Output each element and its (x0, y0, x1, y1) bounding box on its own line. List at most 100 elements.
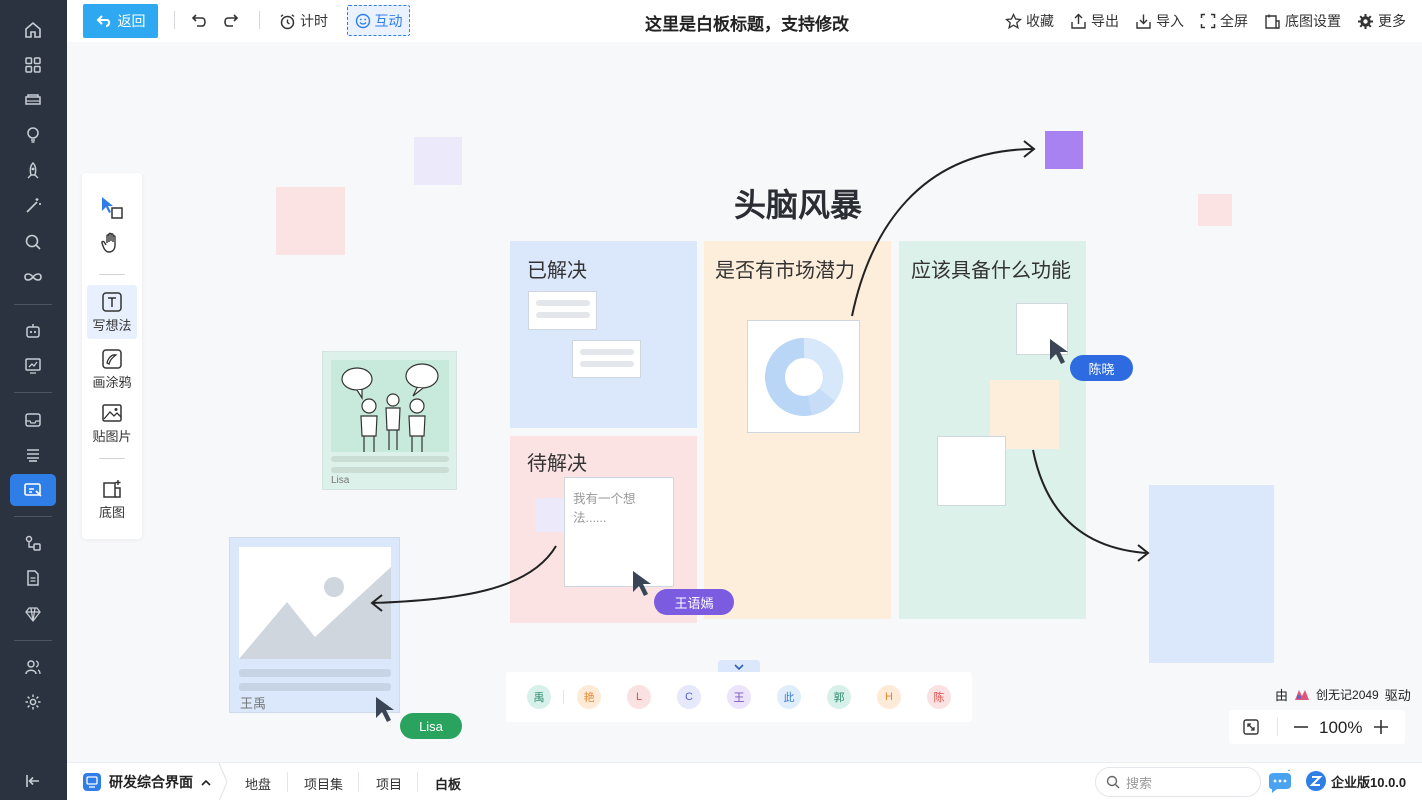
import-label: 导入 (1156, 13, 1184, 29)
board-heading[interactable]: 头脑风暴 (733, 187, 862, 223)
export-button[interactable]: 导出 (1070, 8, 1119, 34)
column-features[interactable]: 应该具备什么功能 (899, 241, 1086, 619)
hand-tool[interactable] (87, 231, 137, 255)
timer-label: 计时 (300, 13, 328, 29)
export-label: 导出 (1091, 13, 1119, 29)
timer-button[interactable]: 计时 (279, 8, 328, 34)
edition-badge[interactable]: 企业版10.0.0 (1305, 770, 1406, 792)
stack-icon[interactable] (10, 439, 56, 471)
illustration-card[interactable]: Lisa (322, 351, 457, 490)
sticky-note[interactable] (937, 436, 1006, 506)
import-button[interactable]: 导入 (1135, 8, 1184, 34)
home-icon[interactable] (10, 14, 56, 46)
redo-icon[interactable] (219, 10, 241, 32)
tool-palette: 写想法 画涂鸦 贴图片 底图 (82, 173, 142, 539)
breadcrumb-item[interactable]: 项目集 (304, 777, 344, 792)
more-button[interactable]: 更多 (1357, 8, 1406, 34)
product-icon[interactable] (10, 84, 56, 116)
write-idea-tool[interactable]: 写想法 (87, 285, 137, 339)
column-solved[interactable]: 已解决 (510, 241, 697, 428)
robot-icon[interactable] (10, 315, 56, 347)
select-tool[interactable] (87, 195, 137, 221)
dashboard-icon[interactable] (10, 350, 56, 382)
users-icon[interactable] (10, 651, 56, 683)
import-icon (1136, 14, 1151, 29)
background-settings-button[interactable]: 底图设置 (1264, 8, 1341, 34)
back-button[interactable]: 返回 (83, 4, 158, 38)
decor-square[interactable] (414, 137, 462, 185)
gear-icon (1358, 13, 1373, 29)
avatar[interactable]: 艳 (577, 685, 601, 709)
image-card-author: 王禹 (240, 696, 267, 711)
document-icon[interactable] (10, 562, 56, 594)
participant-avatar-bar: 禹 艳 L C 王 此 郭 H 陈 (506, 672, 972, 722)
avatar[interactable]: C (677, 685, 701, 709)
avatar[interactable]: 此 (777, 685, 801, 709)
collapse-avatars-toggle[interactable] (718, 660, 760, 673)
avatar[interactable]: L (627, 685, 651, 709)
cursor-pointer-icon (1050, 339, 1068, 364)
interact-button[interactable]: 互动 (347, 5, 410, 36)
image-card[interactable]: 王禹 (229, 537, 400, 713)
favorite-button[interactable]: 收藏 (1005, 8, 1054, 34)
inbox-icon[interactable] (10, 404, 56, 436)
sticky-note[interactable] (528, 291, 597, 330)
toolbar-divider (259, 11, 260, 29)
collapse-sidebar-icon[interactable] (10, 765, 56, 797)
decor-square[interactable] (276, 187, 345, 255)
infinity-icon[interactable] (10, 261, 56, 293)
zoom-out-icon[interactable] (1293, 719, 1309, 740)
ai-chat-icon[interactable] (1267, 769, 1295, 800)
background-image-icon (1265, 14, 1280, 29)
doodle-tool[interactable]: 画涂鸦 (87, 348, 137, 391)
workspace-name: 研发综合界面 (109, 774, 193, 790)
board-title[interactable]: 这里是白板标题，支持修改 (645, 15, 849, 34)
fullscreen-button[interactable]: 全屏 (1200, 8, 1248, 34)
workspace-switcher[interactable]: 研发综合界面 (83, 772, 211, 792)
alarm-clock-icon (280, 13, 295, 29)
decor-rectangle[interactable] (1149, 485, 1274, 663)
decor-square[interactable] (1198, 194, 1232, 226)
avatar[interactable]: 禹 (527, 685, 551, 709)
breadcrumb-divider (358, 772, 359, 792)
breadcrumb-chevron (218, 763, 228, 800)
toolbar-divider (174, 11, 175, 29)
palette-divider (99, 458, 125, 459)
donut-chart-card[interactable] (747, 320, 860, 433)
search-icon[interactable] (10, 226, 56, 258)
avatar[interactable]: H (877, 685, 901, 709)
diamond-icon[interactable] (10, 598, 56, 630)
undo-icon[interactable] (189, 10, 211, 32)
settings-gear-icon[interactable] (10, 686, 56, 718)
donut-chart-icon (765, 337, 844, 416)
column-market[interactable]: 是否有市场潜力 (704, 241, 891, 619)
avatar[interactable]: 王 (727, 685, 751, 709)
decor-square[interactable] (1045, 131, 1083, 169)
paste-image-tool[interactable]: 贴图片 (87, 402, 137, 445)
back-arrow-icon (96, 15, 110, 27)
fullscreen-icon (1200, 13, 1216, 29)
placeholder-line (536, 312, 590, 318)
breadcrumb-item[interactable]: 地盘 (245, 777, 272, 792)
idea-note[interactable]: 我有一个想法...... (564, 477, 674, 587)
decor-square[interactable] (535, 498, 565, 532)
fit-screen-icon[interactable] (1242, 718, 1260, 741)
rocket-icon[interactable] (10, 155, 56, 187)
whiteboard-nav-icon[interactable] (10, 474, 56, 506)
magic-wand-icon[interactable] (10, 190, 56, 222)
idea-bulb-icon[interactable] (10, 119, 56, 151)
placeholder-line (580, 349, 634, 355)
avatar[interactable]: 陈 (927, 685, 951, 709)
zoom-in-icon[interactable] (1373, 719, 1389, 740)
breadcrumb-item-current[interactable]: 白板 (435, 777, 462, 792)
apps-grid-icon[interactable] (10, 49, 56, 81)
sticky-note[interactable] (572, 340, 641, 378)
column-pending[interactable]: 待解决 我有一个想法...... (510, 436, 697, 623)
avatar[interactable]: 郭 (827, 685, 851, 709)
zoom-level: 100% (1319, 718, 1363, 737)
base-map-tool[interactable]: 底图 (87, 478, 137, 521)
search-input[interactable]: 搜索 (1095, 767, 1261, 797)
workflow-icon[interactable] (10, 527, 56, 559)
breadcrumb-item[interactable]: 项目 (376, 777, 403, 792)
cursor-pointer-icon (633, 571, 651, 596)
